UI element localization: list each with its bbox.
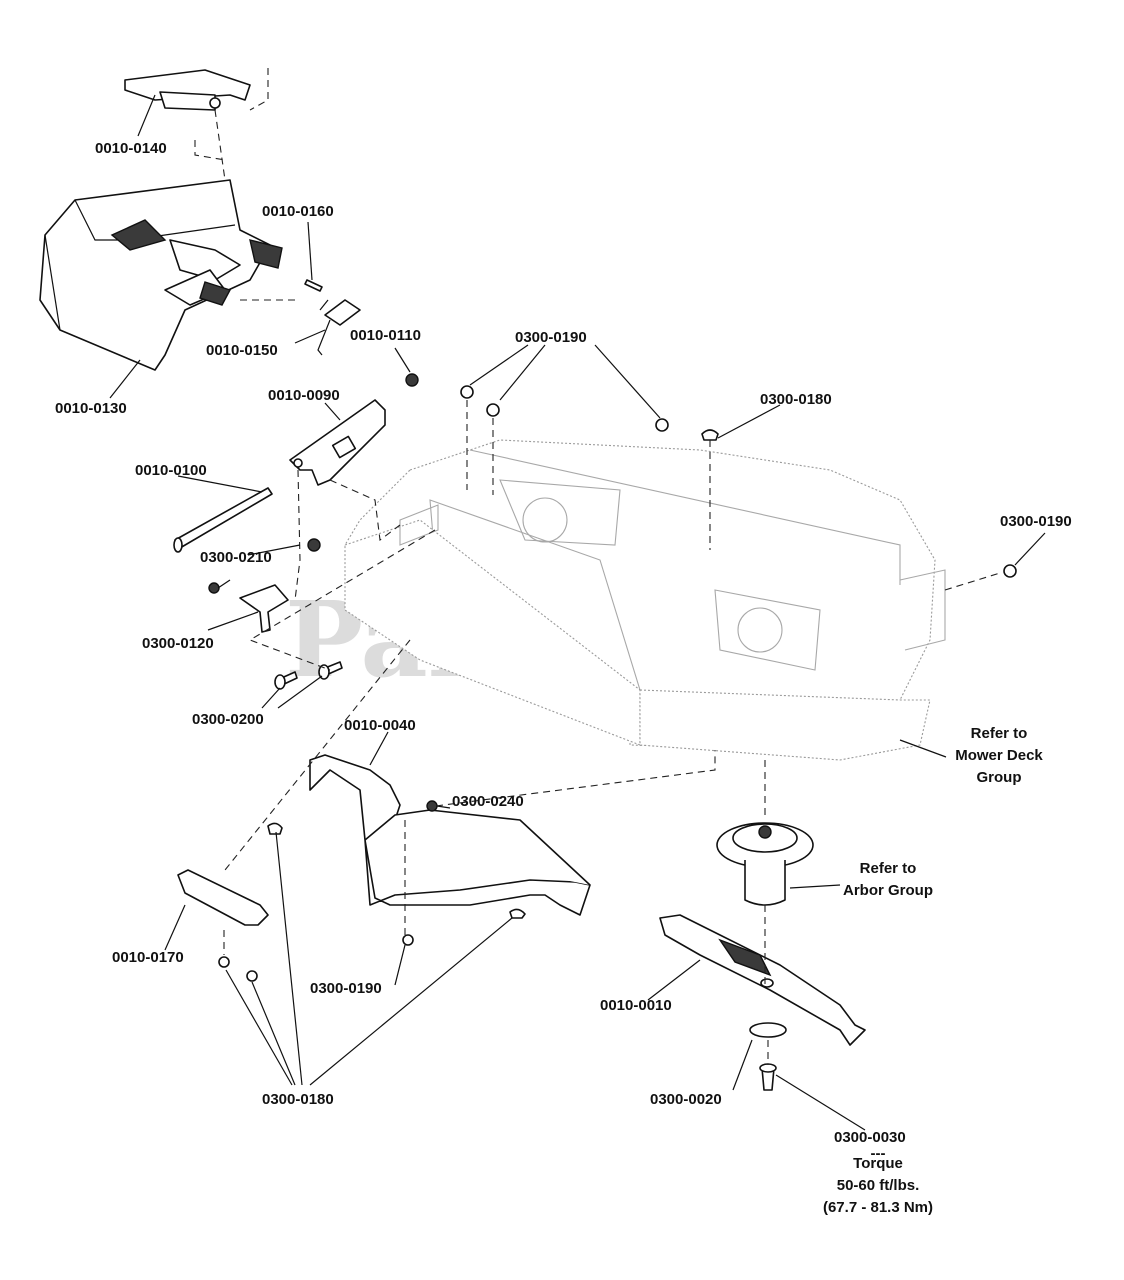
hinge-clip (124, 69, 251, 111)
callout-0300-0190-right: 0300-0190 (1000, 513, 1072, 530)
callout-0010-0130: 0010-0130 (55, 400, 127, 417)
nut-0300-0120 (208, 582, 220, 594)
carriage-bolts-0300-0200 (274, 661, 343, 690)
note-torque: --- Torque 50-60 ft/lbs. (67.7 - 81.3 Nm… (823, 1145, 933, 1216)
callout-0300-0190-top: 0300-0190 (515, 329, 587, 346)
nut-0300-0210 (307, 538, 321, 552)
pin (304, 279, 323, 292)
small-bracket (239, 584, 289, 633)
mulch-baffle (309, 754, 591, 916)
mount-bracket (289, 399, 386, 486)
note-arbor: Refer to Arbor Group (843, 860, 933, 899)
callout-labels: 0010-0140 0010-0160 0010-0150 0010-0110 … (55, 140, 1072, 1146)
washer-0300-0240 (426, 800, 438, 812)
callout-0300-0180-top: 0300-0180 (760, 391, 832, 408)
nut-0010-0110 (405, 373, 419, 387)
callout-0300-0190-bottom: 0300-0190 (310, 980, 382, 997)
washer-0300-0020 (749, 1022, 787, 1038)
callout-0300-0200: 0300-0200 (192, 711, 264, 728)
callout-0010-0010: 0010-0010 (600, 997, 672, 1014)
note-arbor-line-2: Arbor Group (843, 882, 933, 899)
note-mower-deck-line-2: Mower Deck (955, 747, 1043, 764)
spring (317, 299, 361, 356)
chute-hinge (164, 239, 283, 306)
callout-0300-0120: 0300-0120 (142, 635, 214, 652)
callout-0300-0180-bottom: 0300-0180 (262, 1091, 334, 1108)
deflector-bracket (177, 869, 269, 982)
deck-nuts-top (460, 385, 1017, 578)
leader-lines (109, 94, 1046, 1131)
callout-0010-0140: 0010-0140 (95, 140, 167, 157)
dashed-centerlines (194, 68, 1001, 1065)
note-mower-deck-line-1: Refer to (971, 725, 1028, 742)
deck-bolt-top (701, 429, 719, 441)
note-torque-line-4: (67.7 - 81.3 Nm) (823, 1199, 933, 1216)
callout-0010-0090: 0010-0090 (268, 387, 340, 404)
mower-deck (344, 439, 946, 761)
callout-0010-0160: 0010-0160 (262, 203, 334, 220)
note-mower-deck-line-3: Group (977, 769, 1022, 786)
callout-0300-0030: 0300-0030 (834, 1129, 906, 1146)
note-torque-line-2: Torque (853, 1155, 903, 1172)
note-arbor-line-1: Refer to (860, 860, 917, 877)
callout-0300-0210: 0300-0210 (200, 549, 272, 566)
arbor-assembly (716, 822, 814, 906)
baffle-bolts (267, 822, 526, 946)
callout-0300-0020: 0300-0020 (650, 1091, 722, 1108)
discharge-chute (39, 179, 271, 371)
note-torque-line-1: --- (871, 1145, 886, 1162)
note-torque-line-3: 50-60 ft/lbs. (837, 1177, 920, 1194)
callout-0010-0110: 0010-0110 (350, 327, 421, 344)
callout-0010-0170: 0010-0170 (112, 949, 184, 966)
callout-0010-0100: 0010-0100 (135, 462, 207, 479)
mower-blade (659, 914, 866, 1046)
callout-0010-0150: 0010-0150 (206, 342, 278, 359)
pivot-rod (173, 487, 273, 553)
callout-0300-0240: 0300-0240 (452, 793, 524, 810)
callout-0010-0040: 0010-0040 (344, 717, 416, 734)
note-mower-deck: Refer to Mower Deck Group (955, 725, 1043, 786)
blade-bolt (759, 1063, 777, 1091)
